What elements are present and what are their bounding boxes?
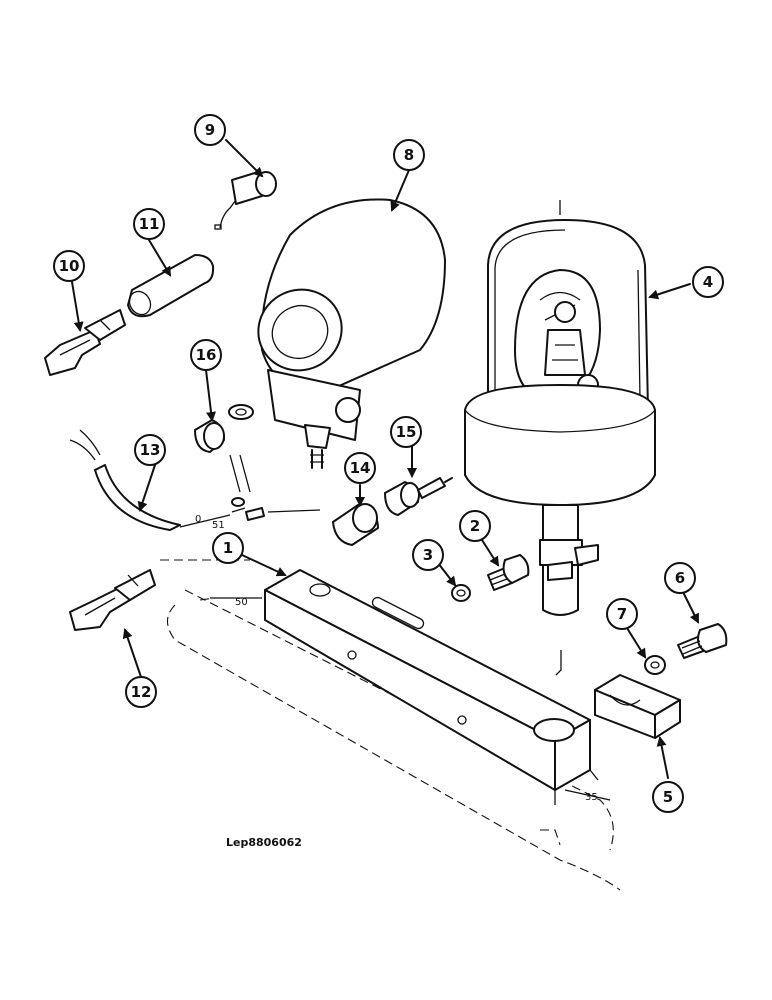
callout-8: 8 [393, 139, 425, 171]
blade-connector-bottom [69, 569, 156, 631]
dimension-50: 50 [210, 597, 262, 608]
callout-4: 4 [692, 266, 724, 298]
callout-3-label: 3 [423, 546, 433, 564]
callout-14: 14 [344, 452, 376, 484]
callout-5: 5 [652, 781, 684, 813]
blade-connector-top [44, 309, 126, 376]
callout-7-label: 7 [617, 605, 627, 623]
callout-15: 15 [390, 416, 422, 448]
work-lamp [257, 198, 446, 469]
cable-plug [384, 477, 453, 516]
callout-16: 16 [190, 339, 222, 371]
callout-2: 2 [459, 510, 491, 542]
mounting-bracket [264, 569, 599, 805]
callout-9: 9 [194, 114, 226, 146]
insulating-sleeve [127, 254, 215, 318]
drawing-reference-number: Lep8806062 [226, 836, 302, 849]
flat-washer-left [451, 584, 471, 602]
callout-6-label: 6 [675, 569, 685, 587]
dimension-35: 35 [564, 789, 611, 803]
callout-4-label: 4 [703, 273, 713, 291]
callout-16-label: 16 [196, 346, 217, 364]
callout-7: 7 [606, 598, 638, 630]
electrical-cable: 0 51 [69, 429, 265, 531]
callout-1-label: 1 [223, 539, 233, 557]
hex-bolt-short [487, 554, 530, 591]
dimension-50-label: 50 [235, 597, 248, 608]
callout-12: 12 [125, 676, 157, 708]
callout-1: 1 [212, 532, 244, 564]
grommet-and-ring [194, 404, 254, 453]
dimension-35-label: 35 [585, 792, 598, 803]
callout-13-label: 13 [140, 441, 161, 459]
callout-11: 11 [133, 208, 165, 240]
callout-9-label: 9 [205, 121, 215, 139]
flat-washer-right [644, 655, 666, 675]
rubber-grommet [332, 503, 379, 546]
callout-10: 10 [53, 250, 85, 282]
callout-14-label: 14 [350, 459, 371, 477]
callout-8-label: 8 [404, 146, 414, 164]
callout-11-label: 11 [139, 215, 160, 233]
rotating-beacon-lamp [464, 200, 656, 676]
callout-13: 13 [134, 434, 166, 466]
callout-5-label: 5 [663, 788, 673, 806]
callout-leaders [71, 139, 699, 779]
callout-2-label: 2 [470, 517, 480, 535]
lamp-holder [214, 171, 277, 230]
callout-15-label: 15 [396, 423, 417, 441]
hex-bolt-right [677, 623, 728, 659]
callout-10-label: 10 [59, 257, 80, 275]
callout-6: 6 [664, 562, 696, 594]
callout-12-label: 12 [131, 683, 152, 701]
callout-3: 3 [412, 539, 444, 571]
dimension-51-label: 51 [212, 520, 225, 531]
dimension-0-label: 0 [195, 514, 201, 525]
clamp-block [594, 674, 681, 739]
